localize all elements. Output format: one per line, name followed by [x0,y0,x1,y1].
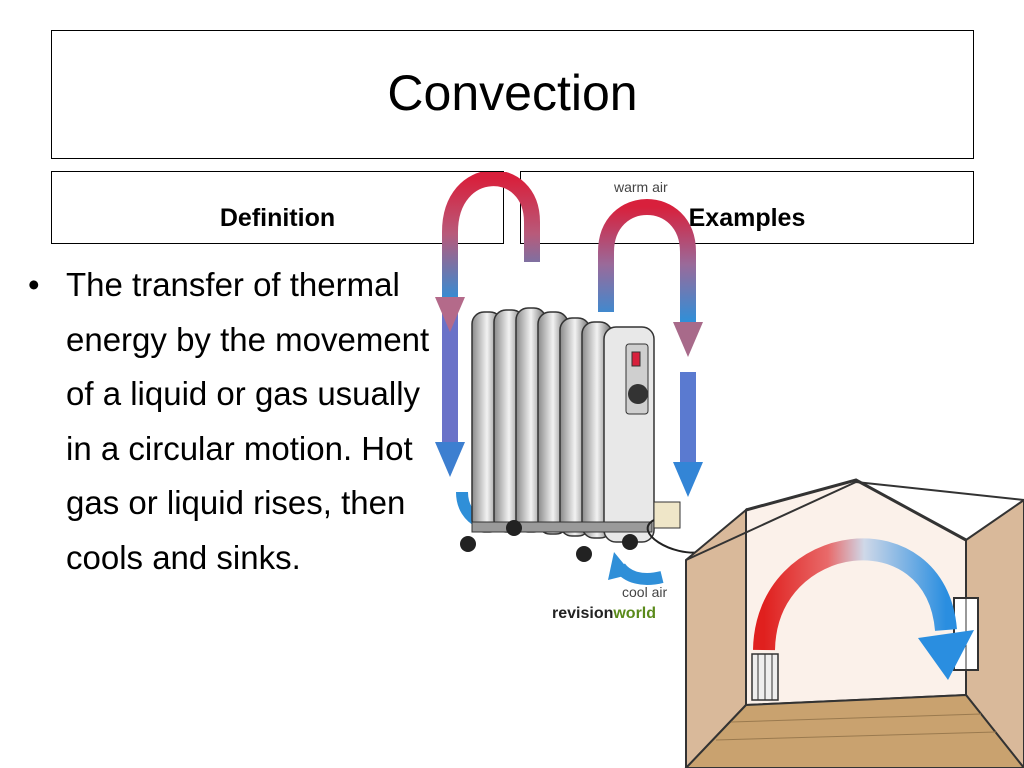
cool-air-label: cool air [622,584,667,600]
radiator-icon [460,307,703,562]
examples-header-box: Examples [520,171,974,244]
convection-current-arrow [753,538,974,680]
house-icon [684,478,1024,768]
left-airflow-arrow [435,172,540,477]
definition-bullet-item: • The transfer of thermal energy by the … [28,258,448,585]
warm-air-label: warm air [613,179,668,195]
house-convection-illustration [684,478,1024,768]
definition-header-box: Definition [51,171,504,244]
revisionworld-logo-text: revisionworld [552,605,656,622]
definition-header: Definition [219,204,336,232]
title-box: Convection [51,30,974,159]
right-airflow-arrow [598,199,703,497]
definition-text: The transfer of thermal energy by the mo… [66,266,430,576]
logo-world-text: world [612,605,656,622]
definition-bullet-list: • The transfer of thermal energy by the … [28,258,448,585]
radiator-convection-illustration: warm air cool air revisionworld [435,172,716,625]
slide-title: Convection [387,65,638,121]
examples-header: Examples [688,204,806,232]
logo-revision-text: revision [552,605,613,622]
bullet-icon: • [28,266,40,303]
